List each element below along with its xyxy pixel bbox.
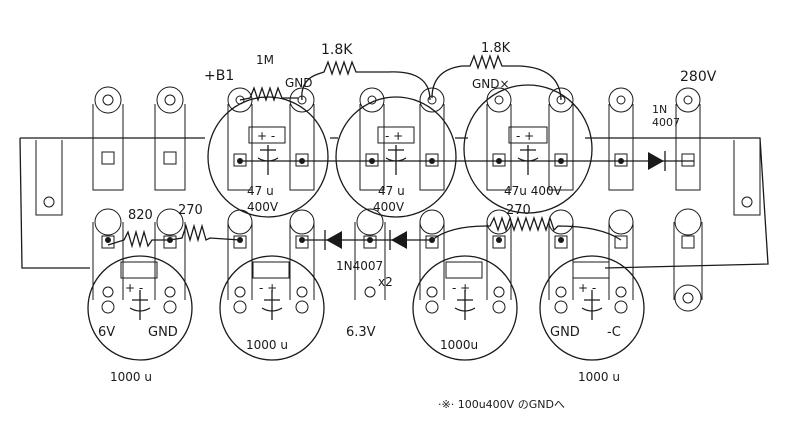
tag-lug xyxy=(154,86,186,191)
tag-lug-short xyxy=(733,140,761,216)
label-resistor-270-b: 270 xyxy=(506,203,531,218)
tag-lug xyxy=(673,208,703,312)
tag-lug-short xyxy=(35,140,63,216)
tag-lug xyxy=(548,209,574,300)
diode-top xyxy=(648,151,666,171)
label-c4-value: 1000 u xyxy=(110,370,152,384)
tag-lug xyxy=(608,209,634,300)
label-tb1: +B1 xyxy=(204,68,234,84)
tag-lug xyxy=(227,209,253,300)
label-resistor-1-8k-a: 1.8K xyxy=(321,42,353,58)
label-x2: x2 xyxy=(378,275,393,289)
resistor-1-8k-a xyxy=(301,59,431,101)
capacitor-c7 xyxy=(539,255,645,361)
label-6v: 6V xyxy=(98,325,115,340)
tag-lug xyxy=(354,208,386,300)
tag-board xyxy=(19,137,769,269)
label-gnd-top: GND xyxy=(285,76,313,90)
label-diode-1n4007: 1N4007 xyxy=(336,259,383,273)
label-gnd-c4: GND xyxy=(148,325,178,340)
label-neg-c: -C xyxy=(607,325,621,340)
label-diode-top-1n: 1N xyxy=(652,103,667,116)
label-c3-value: 47u 400V xyxy=(504,184,563,198)
capacitor-c5 xyxy=(219,255,325,361)
resistor-1-8k-b xyxy=(431,53,562,101)
label-c1-value: 47 u xyxy=(247,184,274,198)
capacitor-c6 xyxy=(412,255,518,361)
label-c5-value: 1000 u xyxy=(246,338,288,352)
tag-lug xyxy=(92,86,124,191)
resistor-1m xyxy=(239,85,298,103)
label-c7-value: 1000 u xyxy=(578,370,620,384)
label-c2-voltage: 400V xyxy=(373,200,405,214)
tag-lug xyxy=(486,87,512,191)
label-c6-polarity: - + xyxy=(452,281,470,295)
label-resistor-1m: 1M xyxy=(256,53,274,67)
tag-lug xyxy=(548,87,574,191)
tag-lug xyxy=(608,87,634,191)
label-c5-polarity: - + xyxy=(259,281,277,295)
label-c3-polarity: - + xyxy=(516,129,534,143)
label-280v: 280V xyxy=(680,69,717,85)
tag-lug xyxy=(227,87,253,191)
tag-lug xyxy=(419,209,445,300)
tag-lug xyxy=(289,87,315,191)
label-diode-top-4007: 4007 xyxy=(652,116,680,129)
label-c1-polarity: + - xyxy=(257,129,275,143)
label-c2-polarity: - + xyxy=(385,129,403,143)
label-c4-polarity: + - xyxy=(125,281,143,295)
label-resistor-1-8k-b: 1.8K xyxy=(481,41,511,56)
label-c1-voltage: 400V xyxy=(247,200,279,214)
label-6-3v: 6.3V xyxy=(346,325,376,340)
tag-lug xyxy=(359,87,385,191)
diode-bottom-b xyxy=(389,230,407,250)
tag-lug xyxy=(92,208,124,300)
label-resistor-270-a: 270 xyxy=(178,203,203,218)
label-c6-value: 1000u xyxy=(440,338,478,352)
diode-bottom-a xyxy=(324,230,342,250)
footnote: ·※· 100u400V のGNDへ xyxy=(438,398,565,411)
capacitor-c1 xyxy=(207,96,329,218)
tag-lug xyxy=(675,87,701,191)
tag-lug xyxy=(419,87,445,191)
label-resistor-820: 820 xyxy=(128,208,153,223)
tag-lug xyxy=(289,209,315,300)
top-bus-wire xyxy=(237,158,694,164)
top-tag-row xyxy=(35,86,761,216)
bottom-bus-wire xyxy=(105,215,622,249)
label-gnd-x: GND× xyxy=(472,77,510,91)
label-c2-value: 47 u xyxy=(378,184,405,198)
label-c7-polarity: + - xyxy=(578,281,596,295)
capacitor-c4 xyxy=(87,255,193,361)
capacitor-c3 xyxy=(463,84,593,214)
tag-lug xyxy=(154,208,186,300)
label-gnd-c7: GND xyxy=(550,325,580,340)
